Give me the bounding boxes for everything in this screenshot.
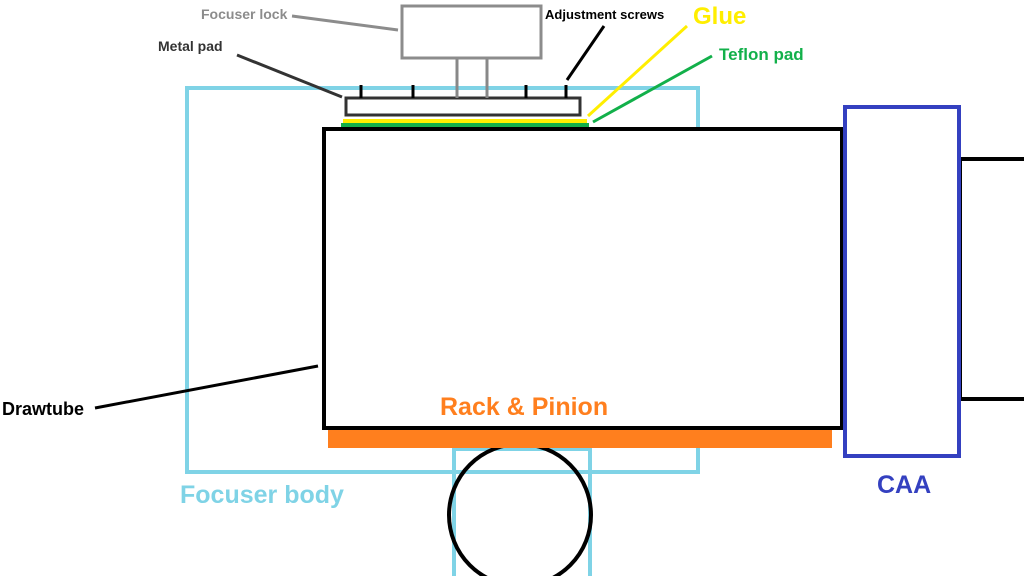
label-drawtube: Drawtube bbox=[2, 399, 84, 419]
label-focuser-body: Focuser body bbox=[180, 481, 344, 509]
leader-teflon-pad bbox=[592, 54, 713, 124]
leader-drawtube bbox=[94, 364, 319, 410]
drawtube-rect bbox=[322, 127, 844, 430]
glue-strip bbox=[343, 119, 587, 123]
label-teflon-pad: Teflon pad bbox=[719, 45, 804, 64]
rack-bar bbox=[328, 430, 832, 448]
label-rack-pinion: Rack & Pinion bbox=[440, 393, 608, 421]
leader-adjustment-screws bbox=[565, 25, 606, 81]
label-caa: CAA bbox=[877, 471, 931, 499]
caa-rect bbox=[843, 105, 961, 458]
leader-focuser-lock bbox=[291, 14, 399, 32]
pinion-housing bbox=[452, 447, 592, 576]
pinion-gear bbox=[447, 442, 593, 576]
label-adjustment-screws: Adjustment screws bbox=[545, 7, 664, 22]
label-focuser-lock: Focuser lock bbox=[201, 6, 288, 22]
leader-metal-pad bbox=[236, 53, 343, 99]
teflon-pad-strip bbox=[341, 123, 589, 127]
metal-pad-rect bbox=[344, 96, 582, 117]
label-metal-pad: Metal pad bbox=[158, 38, 223, 54]
label-glue: Glue bbox=[693, 3, 746, 30]
tube-extension bbox=[958, 157, 1024, 401]
focuser-lock-box bbox=[400, 4, 543, 60]
leader-glue bbox=[586, 24, 689, 118]
